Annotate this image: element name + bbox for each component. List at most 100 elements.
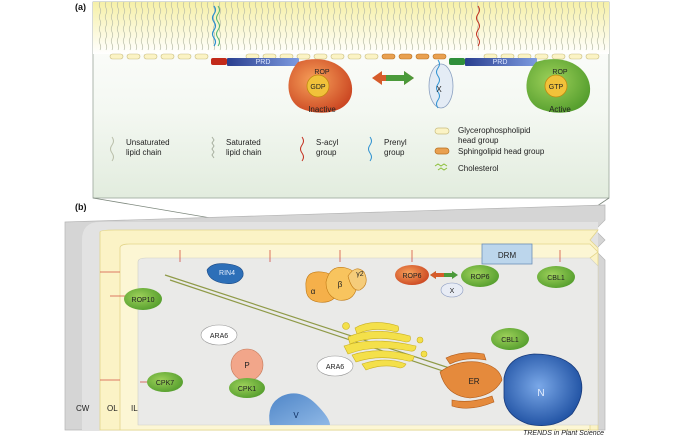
rin4-label: RIN4	[219, 270, 235, 277]
nucleus-label: N	[537, 388, 544, 399]
cbl1-er-label: CBL1	[501, 337, 519, 344]
lipid-tail	[236, 1, 240, 51]
sacyl-anchor-left	[211, 58, 227, 65]
lipid-tail	[134, 1, 138, 51]
lipid-tail	[404, 1, 408, 51]
lipid-tail	[260, 1, 264, 51]
rin4-protein: RIN4	[206, 263, 244, 284]
lipid-tail	[386, 1, 390, 51]
prd-domain-left	[227, 58, 299, 66]
lipid-tail	[500, 1, 504, 51]
sacyl-anchor-right	[449, 58, 465, 65]
ol-label: OL	[107, 404, 118, 413]
lipid-tail	[314, 1, 318, 51]
lipid-tail	[554, 1, 558, 51]
lipid-tail	[188, 1, 192, 51]
lipid-tail	[344, 1, 348, 51]
legend-glycero-2: head group	[458, 136, 499, 145]
sphingo-swatch	[434, 147, 450, 155]
legend-sacyl-2: group	[316, 148, 337, 157]
lipid-tail	[266, 1, 270, 51]
lipid-tail	[224, 1, 228, 51]
membrane-anchors	[100, 250, 561, 383]
lipid-tail	[578, 1, 582, 51]
lipid-tail	[332, 1, 336, 51]
lipid-tail	[290, 1, 294, 51]
lipid-tail	[542, 1, 546, 51]
lipid-tail	[428, 1, 432, 51]
lipid-tail	[296, 1, 300, 51]
lipid-tail	[230, 1, 234, 51]
lipid-tail	[518, 1, 522, 51]
lipid-tail	[110, 1, 114, 51]
lipid-tail	[494, 1, 498, 51]
rop-active-label: ROP	[552, 69, 568, 76]
lipid-tail	[320, 1, 324, 51]
lipid-tail	[212, 1, 216, 51]
glycerophospholipid-head	[534, 53, 549, 60]
gdp-label: GDP	[310, 84, 326, 91]
glycerophospholipid-head	[330, 53, 345, 60]
g-alpha-label: α	[311, 287, 316, 296]
x-label: X	[436, 85, 442, 94]
prenyl-chain-2	[216, 5, 220, 47]
active-label: Active	[549, 105, 571, 114]
panel-a-label: (a)	[75, 2, 86, 12]
lipid-tail	[368, 1, 372, 51]
p-label: P	[244, 361, 249, 370]
lipid-tail	[422, 1, 426, 51]
lipid-tail	[104, 1, 108, 51]
legend: Unsaturated lipid chain Saturated lipid …	[110, 126, 545, 173]
saturated-chain-swatch	[211, 136, 215, 159]
drm-label: DRM	[498, 251, 517, 260]
lipid-tail	[248, 1, 252, 51]
lipid-tail	[452, 1, 456, 51]
lipid-tail	[572, 1, 576, 51]
legend-glycero-1: Glycerophospholipid	[458, 126, 531, 135]
exchange-arrow	[372, 71, 414, 85]
prd-right-label: PRD	[493, 59, 508, 66]
lipid-tail	[476, 1, 480, 51]
lipid-tail	[176, 1, 180, 51]
lipid-tail	[278, 1, 282, 51]
lipid-tail	[182, 1, 186, 51]
lipid-tail	[590, 1, 594, 51]
rop10-label: ROP10	[132, 297, 155, 304]
sphingolipid-head	[432, 53, 447, 60]
journal-credit: TRENDS in Plant Science	[523, 430, 604, 437]
glycerophospholipid-head	[143, 53, 158, 60]
glycerophospholipid-head	[194, 53, 209, 60]
glycerophospholipid-head	[347, 53, 362, 60]
lipid-tail	[434, 1, 438, 51]
x-label-b: X	[450, 288, 455, 295]
glycerophospholipid-head	[364, 53, 379, 60]
legend-sacyl-1: S-acyl	[316, 138, 338, 147]
cbl1-membrane: CBL1	[537, 266, 575, 288]
glycerophospholipid-head	[551, 53, 566, 60]
lipid-tail	[410, 1, 414, 51]
lipid-tail	[602, 1, 606, 51]
lipid-tail	[464, 1, 468, 51]
rop10: ROP10	[124, 288, 162, 310]
lipid-tail	[194, 1, 198, 51]
x-protein-b	[440, 282, 464, 298]
cw-label: CW	[76, 404, 90, 413]
lipid-tail	[482, 1, 486, 51]
g-gamma-label: γ2	[356, 271, 364, 278]
cbl1-er: CBL1	[491, 328, 529, 350]
cytoskeleton-filaments	[164, 274, 483, 385]
glycerophospholipid-head	[313, 53, 328, 60]
lipid-tail	[440, 1, 444, 51]
ara6-center-label: ARA6	[326, 364, 344, 371]
gtp-molecule	[544, 74, 568, 98]
inactive-label: Inactive	[308, 105, 336, 114]
prd-left-label: PRD	[256, 59, 271, 66]
il-label: IL	[131, 404, 138, 413]
rop6-active: ROP6 X	[440, 265, 499, 298]
vacuole: V	[269, 393, 330, 425]
rop6-inactive: ROP6	[395, 265, 429, 285]
gtp-label: GTP	[549, 84, 564, 91]
glycero-swatch	[434, 127, 450, 135]
lipid-tail	[506, 1, 510, 51]
